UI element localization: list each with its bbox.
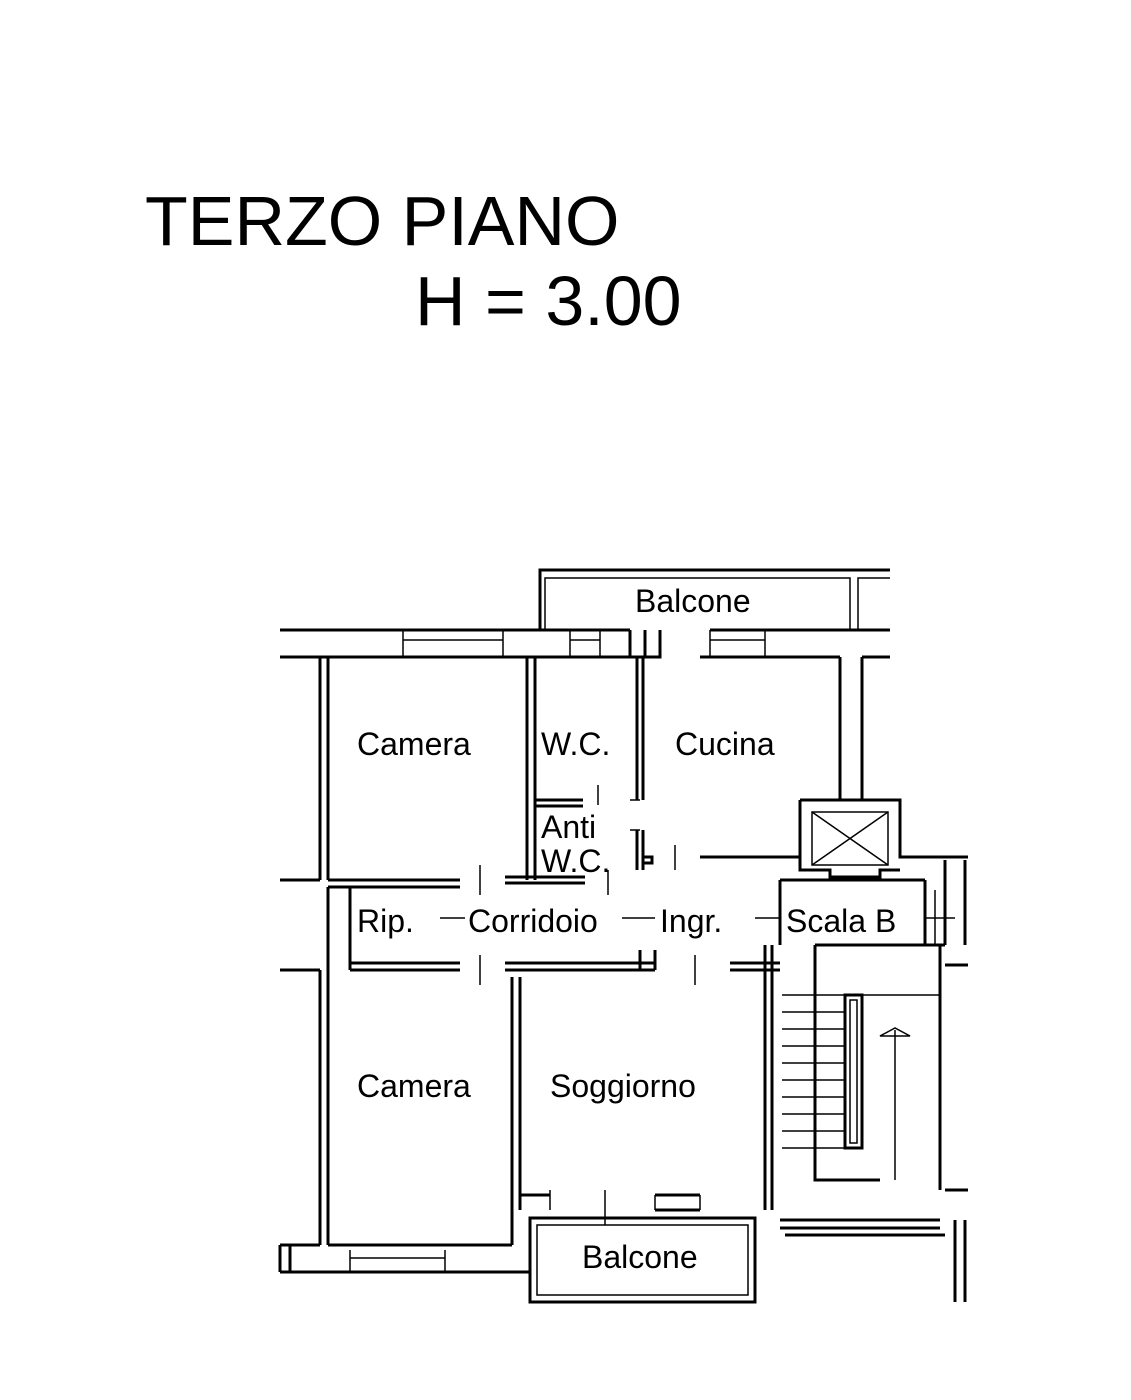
room-label-balcone-bottom: Balcone [582, 1239, 698, 1275]
room-label-anti-wc: W.C. [541, 843, 610, 879]
room-label-wc: W.C. [541, 726, 610, 762]
walls [278, 568, 968, 1304]
room-label-balcone-top: Balcone [635, 583, 751, 619]
room-label-scala: Scala B [786, 903, 896, 939]
room-label-soggiorno: Soggiorno [550, 1068, 696, 1104]
floor-height: H = 3.00 [415, 262, 682, 340]
room-label-camera-top: Camera [357, 726, 471, 762]
room-label-ingr: Ingr. [660, 903, 722, 939]
room-label-rip: Rip. [357, 903, 414, 939]
room-label-cucina: Cucina [675, 726, 775, 762]
floor-title: TERZO PIANO [145, 182, 619, 260]
room-label-corridoio: Corridoio [468, 903, 598, 939]
room-label-anti: Anti [541, 809, 596, 845]
room-label-camera-bottom: Camera [357, 1068, 471, 1104]
